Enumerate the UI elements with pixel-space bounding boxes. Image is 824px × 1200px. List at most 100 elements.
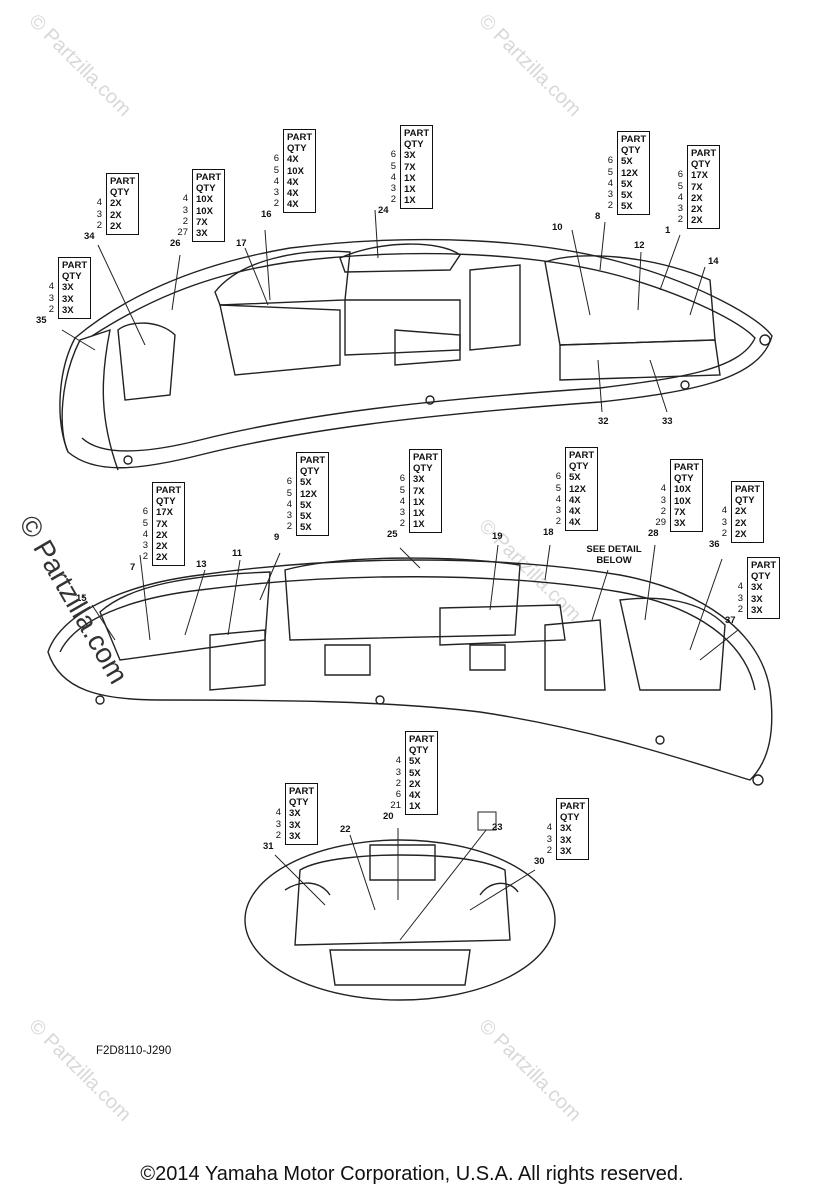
part-number: 3 xyxy=(142,540,148,551)
part-number: 4 xyxy=(660,483,666,495)
callout-17: 17 xyxy=(236,238,247,249)
part-number: 2 xyxy=(546,844,552,856)
part-number: 4 xyxy=(275,807,281,819)
part-number: 2 xyxy=(737,603,743,615)
callout-35: 35 xyxy=(36,315,47,326)
callout-9: 9 xyxy=(274,532,280,544)
qty-value: 4X xyxy=(287,154,299,166)
qty-value: 2X xyxy=(156,552,168,564)
qty-value: 17X xyxy=(156,507,173,519)
part-number: 4 xyxy=(48,281,54,293)
qty-value: 2X xyxy=(409,778,421,790)
part-header: PART xyxy=(300,455,326,466)
qty-value: 12X xyxy=(621,167,638,179)
qty-header: QTY xyxy=(287,143,307,155)
callout-34: 34 xyxy=(84,231,95,242)
part-number: 5 xyxy=(390,160,396,172)
qty-value: 7X xyxy=(196,216,208,228)
part-number: 4 xyxy=(721,505,727,517)
qty-value: 4X xyxy=(287,199,299,211)
callout-22: 22 xyxy=(340,824,351,835)
qty-value: 12X xyxy=(569,483,586,495)
callout-15: 15 xyxy=(76,593,87,604)
qty-value: 5X xyxy=(300,511,312,523)
part-number: 4 xyxy=(395,755,401,767)
part-header: PART xyxy=(751,560,777,571)
qty-value: 3X xyxy=(62,293,74,305)
part-header: PART xyxy=(404,128,430,139)
qty-header: QTY xyxy=(62,271,82,283)
qty-value: 5X xyxy=(409,756,421,768)
qty-value: 10X xyxy=(674,495,691,507)
qty-value: 1X xyxy=(404,195,416,207)
part-number: 6 xyxy=(390,149,396,161)
callout-36: 36 xyxy=(709,539,720,550)
callout-19: 19 xyxy=(492,531,503,542)
qty-value: 3X xyxy=(751,582,763,594)
qty-value: 5X xyxy=(621,201,633,213)
part-header: PART xyxy=(110,176,136,187)
part-number: 6 xyxy=(607,155,613,167)
qty-value: 4X xyxy=(287,188,299,200)
part-number: 4 xyxy=(182,193,188,205)
qty-value: 5X xyxy=(300,499,312,511)
part-number: 4 xyxy=(737,581,743,593)
callout-37: 37 xyxy=(725,615,736,626)
part-number: 21 xyxy=(390,800,401,812)
part-number: 29 xyxy=(655,517,666,528)
qty-value: 2X xyxy=(691,204,703,216)
qty-header: QTY xyxy=(300,466,320,478)
part-number: 2 xyxy=(182,215,188,227)
qty-value: 7X xyxy=(674,506,686,518)
callout-13: 13 xyxy=(196,559,207,570)
part-number: 6 xyxy=(399,473,405,485)
callout-1: 1 xyxy=(665,225,671,237)
callout-23: 23 xyxy=(492,822,503,833)
callout-20: 20 xyxy=(383,811,394,823)
part-number: 3 xyxy=(286,510,292,521)
part-number: 4 xyxy=(555,493,561,505)
part-number: 4 xyxy=(96,197,102,209)
part-number: 4 xyxy=(546,822,552,834)
part-number: 2 xyxy=(399,518,405,530)
part-23-marker xyxy=(477,811,497,831)
part-number: 5 xyxy=(142,517,148,529)
qty-value: 1X xyxy=(404,172,416,184)
qty-value: 5X xyxy=(300,522,312,534)
part-header: PART xyxy=(156,485,182,496)
qty-header: QTY xyxy=(560,812,580,824)
qty-value: 5X xyxy=(569,472,581,484)
part-number: 3 xyxy=(96,208,102,220)
qty-value: 10X xyxy=(674,484,691,496)
callout-26: 26 xyxy=(170,238,181,250)
qty-value: 2X xyxy=(110,198,122,210)
qty-value: 7X xyxy=(156,518,168,530)
callout-33: 33 xyxy=(662,416,673,427)
part-header: PART xyxy=(560,801,586,812)
qty-value: 4X xyxy=(569,494,581,506)
callout-18: 18 xyxy=(543,527,554,539)
qty-value: 4X xyxy=(287,176,299,188)
part-number: 4 xyxy=(677,191,683,203)
part-number: 4 xyxy=(273,175,279,187)
qty-value: 3X xyxy=(560,834,572,846)
qty-value: 3X xyxy=(289,819,301,831)
part-number: 3 xyxy=(399,507,405,518)
callout-25: 25 xyxy=(387,529,398,541)
part-number: 5 xyxy=(286,487,292,499)
part-number: 6 xyxy=(555,471,561,483)
part-header: PART xyxy=(621,134,647,145)
